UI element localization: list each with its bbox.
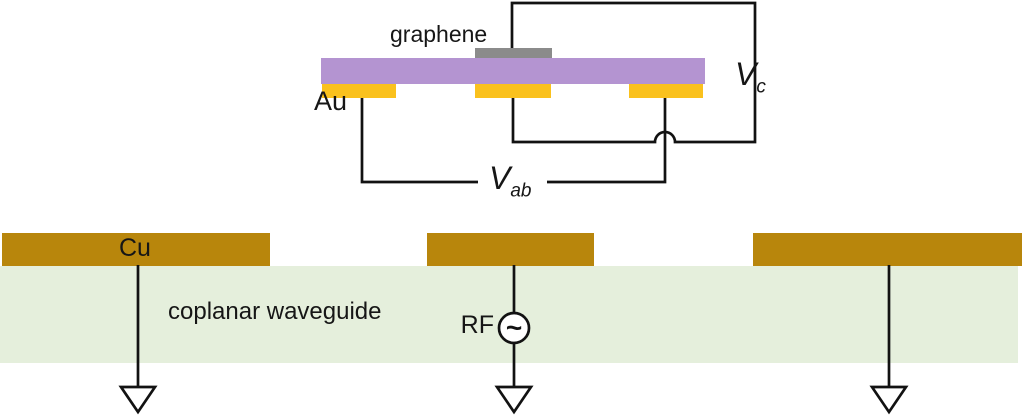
vc-subscript: c (756, 76, 766, 98)
vc-symbol: V (735, 56, 757, 92)
rf-source-circle (497, 311, 531, 345)
ground-icon-center (494, 385, 534, 415)
vab-wire-left (360, 98, 478, 184)
vc-loop-wire (510, 1, 757, 144)
ground-icon-right (869, 385, 909, 415)
au-pad-center (475, 84, 551, 98)
cu-ground-plane-right (753, 233, 1022, 266)
au-label: Au (314, 86, 348, 116)
waveguide-label: coplanar waveguide (168, 298, 382, 325)
graphene-label: graphene (390, 21, 488, 47)
cu-ground-plane-left (2, 233, 270, 266)
vab-subscript: ab (510, 180, 532, 202)
ac-tilde-glyph: ~ (506, 312, 522, 343)
au-pad-right (629, 84, 703, 98)
substrate-layer (321, 58, 705, 84)
au-pad-left (322, 84, 396, 98)
vab-wire-right (547, 98, 667, 184)
vab-symbol: V (489, 160, 511, 196)
rf-label: RF (460, 311, 494, 339)
ground-icon-left (118, 385, 158, 415)
rf-source-icon: ~ (497, 311, 531, 345)
cu-label: Cu (119, 234, 151, 262)
cu-signal-line (427, 233, 594, 266)
graphene-layer (475, 48, 552, 58)
vab-voltage-label: Vab (489, 160, 531, 200)
vc-voltage-label: Vc (735, 56, 766, 96)
